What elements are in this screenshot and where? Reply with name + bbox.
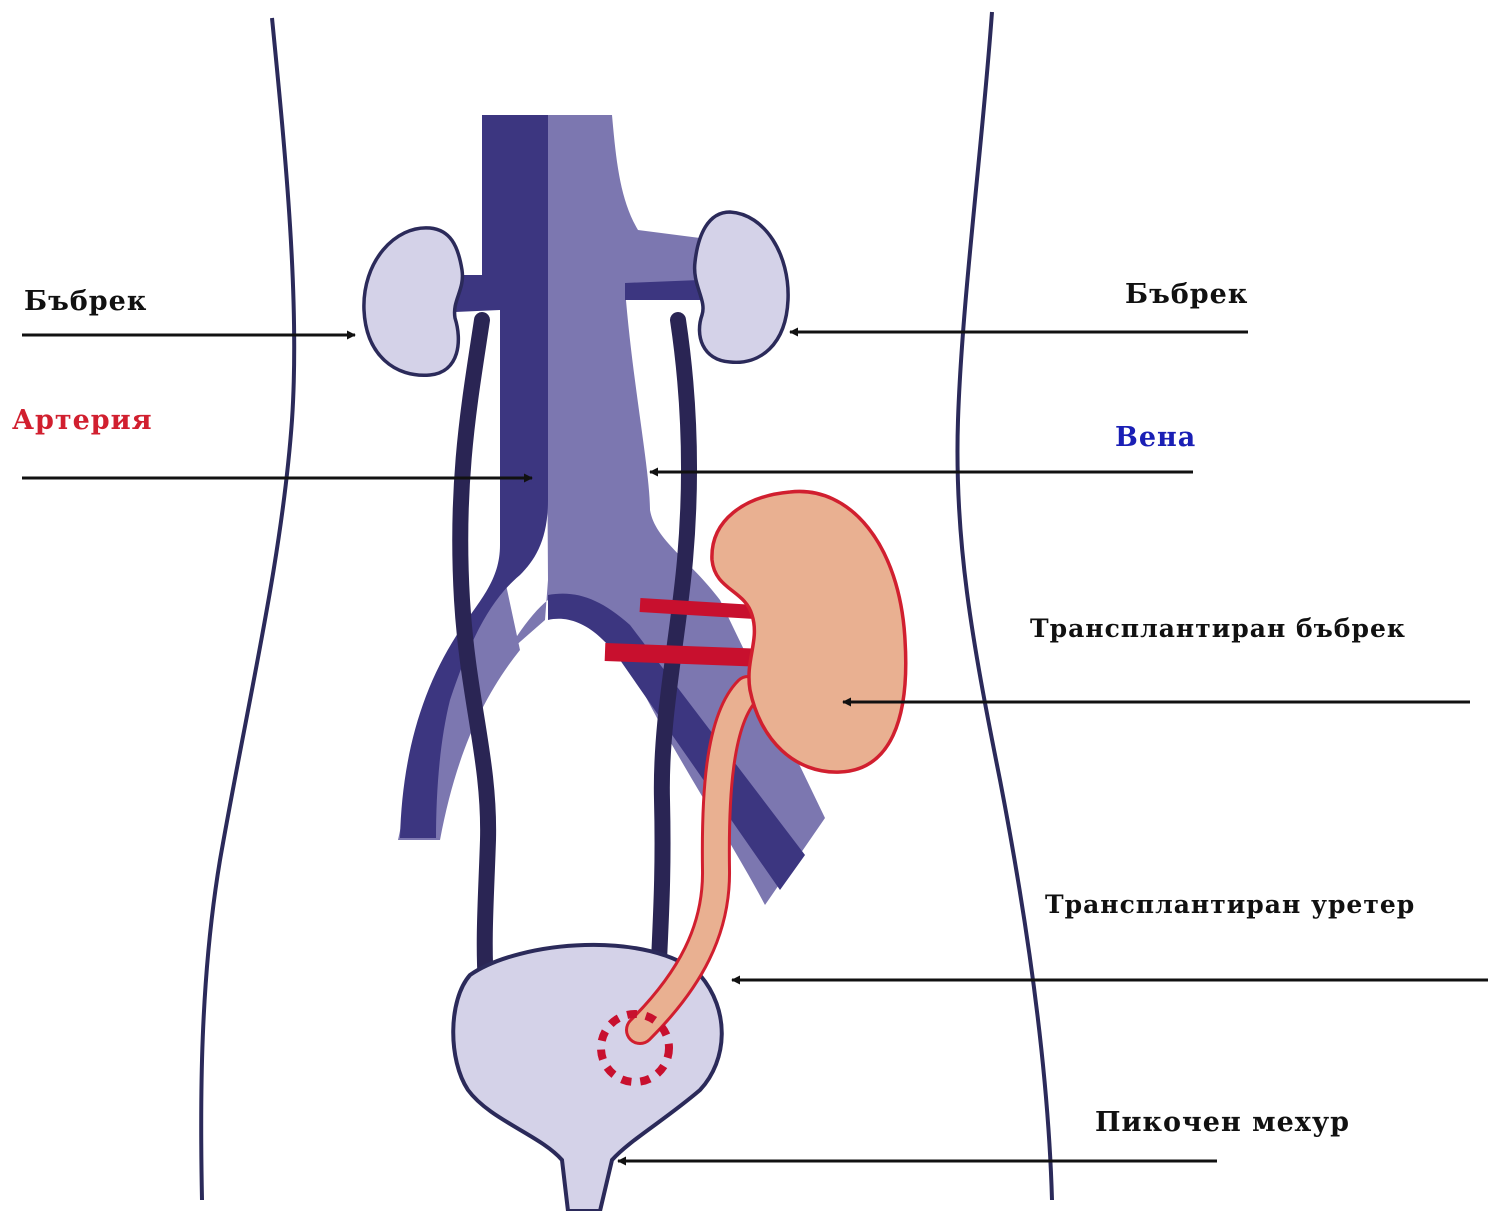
transplant-artery-upper — [640, 605, 755, 612]
renal-artery-right — [625, 280, 700, 300]
label-artery: Артерия — [12, 407, 153, 434]
label-vein: Вена — [1115, 424, 1196, 451]
label-transplanted-kidney: Трансплантиран бъбрек — [1030, 616, 1406, 641]
body-outline-left — [201, 18, 294, 1200]
label-kidney-right: Бъбрек — [1125, 281, 1248, 308]
native-kidney-left — [364, 228, 463, 375]
native-kidney-right — [695, 212, 789, 362]
label-transplanted-ureter: Трансплантиран уретер — [1045, 892, 1415, 917]
transplant-artery-lower — [605, 652, 765, 658]
label-kidney-left: Бъбрек — [24, 288, 147, 315]
body-outline-right — [957, 12, 1052, 1200]
label-bladder: Пикочен мехур — [1095, 1109, 1350, 1136]
